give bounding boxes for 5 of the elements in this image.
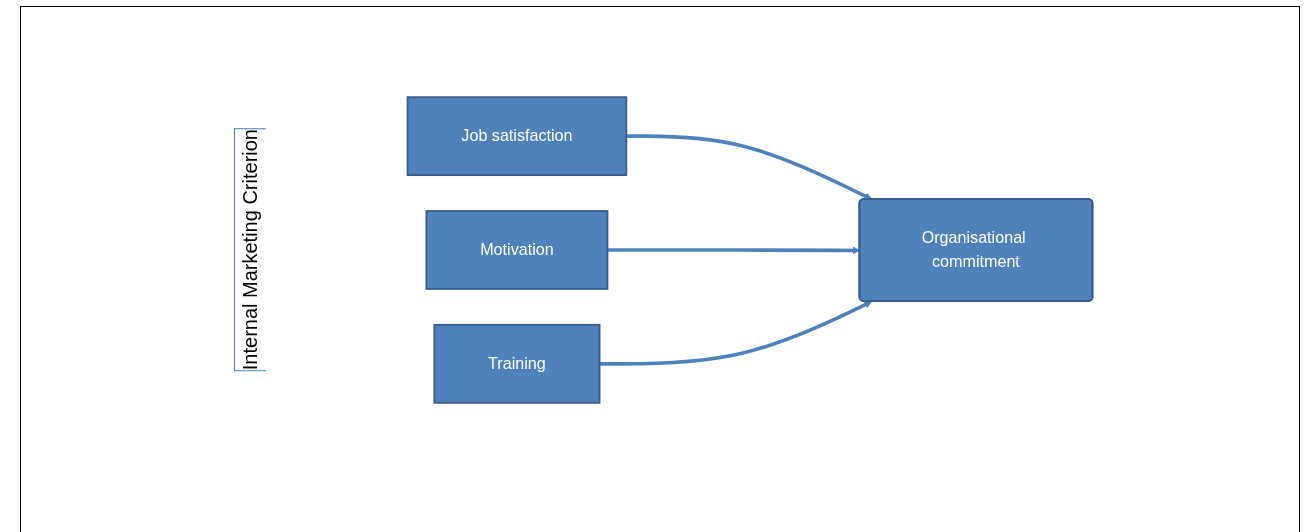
arrow (599, 301, 873, 366)
node-box: Motivation (425, 210, 609, 290)
node-box: Job satisfaction (406, 96, 628, 177)
arrow (626, 134, 873, 200)
node-box: Training (433, 323, 601, 404)
